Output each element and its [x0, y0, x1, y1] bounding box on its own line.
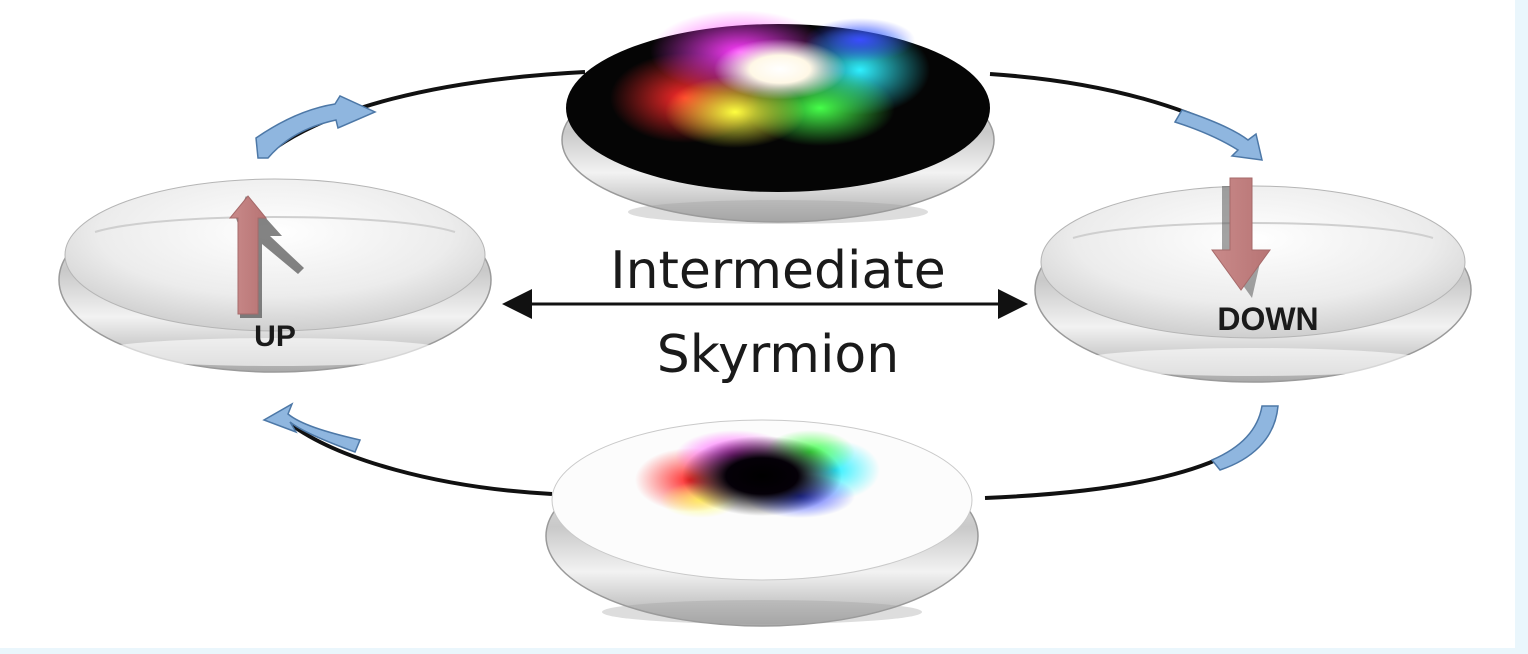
blue-arrow-top-left: [255, 95, 377, 159]
down-state-disk: DOWN: [1034, 177, 1472, 383]
bottom-skyrmion-disk: [545, 419, 979, 627]
down-state-label: DOWN: [1217, 301, 1318, 337]
center-label-line2: Skyrmion: [657, 325, 899, 385]
ring-bottom-left-arc: [283, 418, 553, 496]
blue-flow-arrows: [255, 95, 1279, 471]
top-skyrmion-disk: [561, 10, 995, 224]
skyrmion-core-dark: [682, 436, 842, 516]
center-label-line1: Intermediate: [610, 241, 946, 301]
down-spin-arrow-icon: [1211, 177, 1271, 298]
up-spin-arrow-icon: [228, 195, 304, 318]
blue-arrow-bottom-right: [1210, 405, 1279, 471]
skyrmion-core-white: [660, 23, 900, 133]
up-state-disk: UP: [58, 178, 492, 373]
up-state-label: UP: [254, 320, 296, 353]
blue-arrow-bottom-left: [262, 402, 362, 453]
blue-arrow-top-right: [1173, 109, 1263, 161]
